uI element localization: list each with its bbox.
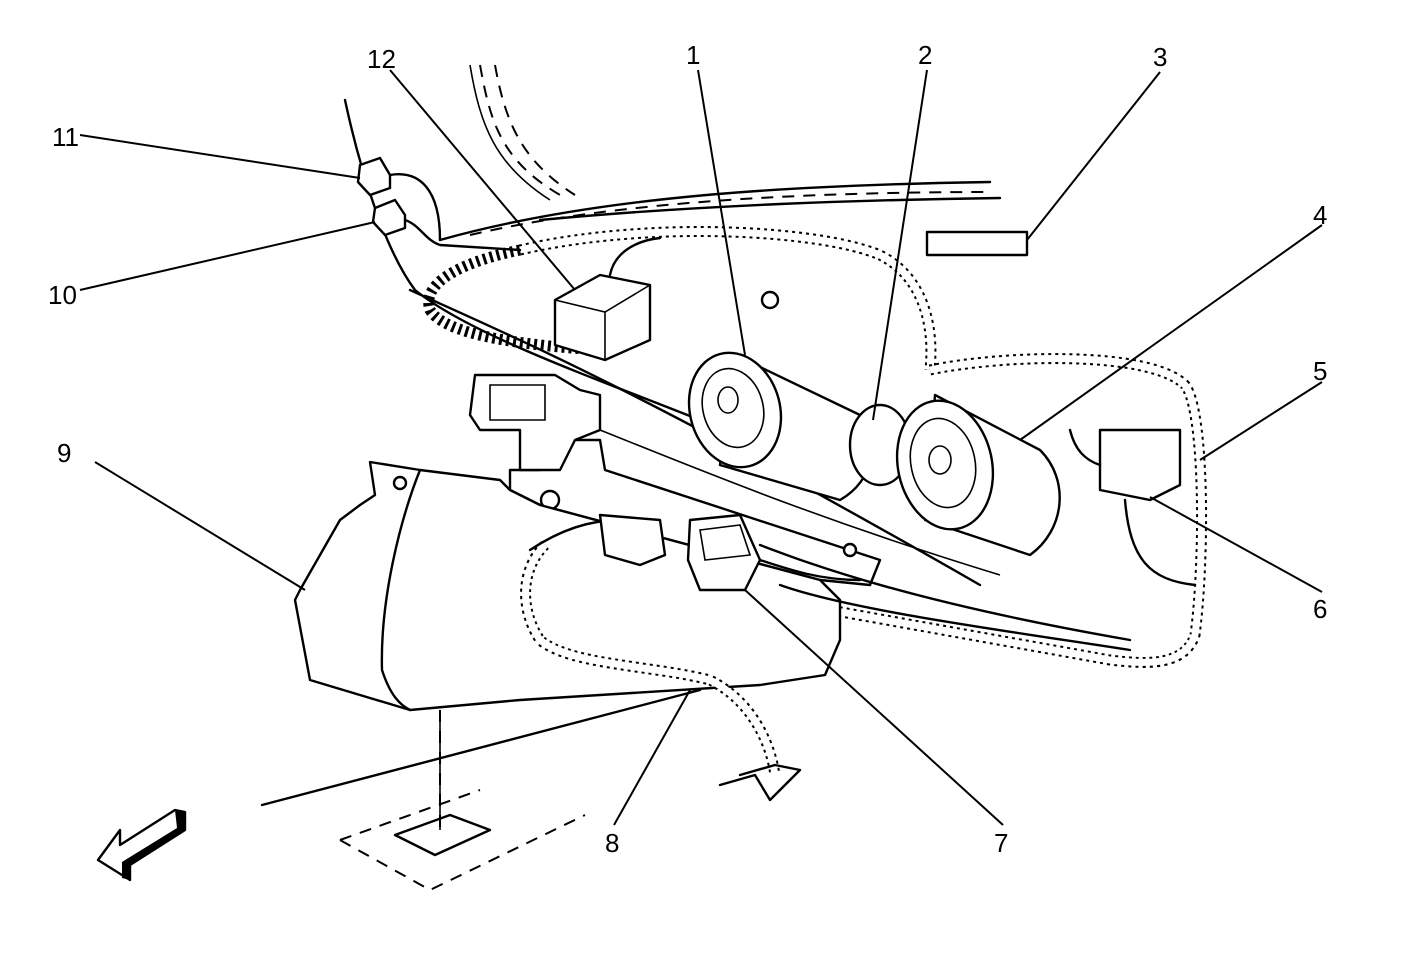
vehicle-body-contours	[438, 64, 1002, 242]
callout-7: 7	[994, 828, 1009, 858]
callout-leaders	[79, 69, 1323, 826]
floor-outline	[260, 688, 702, 892]
cover-9	[293, 460, 842, 712]
callout-5: 5	[1313, 356, 1328, 386]
actuator-cylinder-1	[687, 351, 873, 502]
box-3	[925, 230, 1029, 257]
relay-12	[553, 236, 662, 362]
callout-9: 9	[57, 438, 72, 468]
actuator-cylinder-4	[895, 393, 1061, 557]
connector-7	[598, 513, 1132, 652]
callout-4: 4	[1313, 200, 1328, 230]
callout-8: 8	[605, 828, 620, 858]
callout-11: 11	[52, 122, 79, 152]
hatched-harness-loop	[423, 226, 1208, 668]
connectors-10-11	[356, 156, 522, 252]
harness-8	[520, 518, 802, 802]
forward-direction-arrow-icon	[96, 808, 187, 882]
component-6-box	[1068, 428, 1197, 587]
callout-12: 12	[367, 44, 396, 74]
module-bracket	[468, 290, 1001, 587]
callout-3: 3	[1153, 42, 1168, 72]
callout-1: 1	[686, 40, 701, 70]
callout-10: 10	[48, 280, 77, 310]
callout-2: 2	[918, 40, 933, 70]
callout-6: 6	[1313, 594, 1328, 624]
